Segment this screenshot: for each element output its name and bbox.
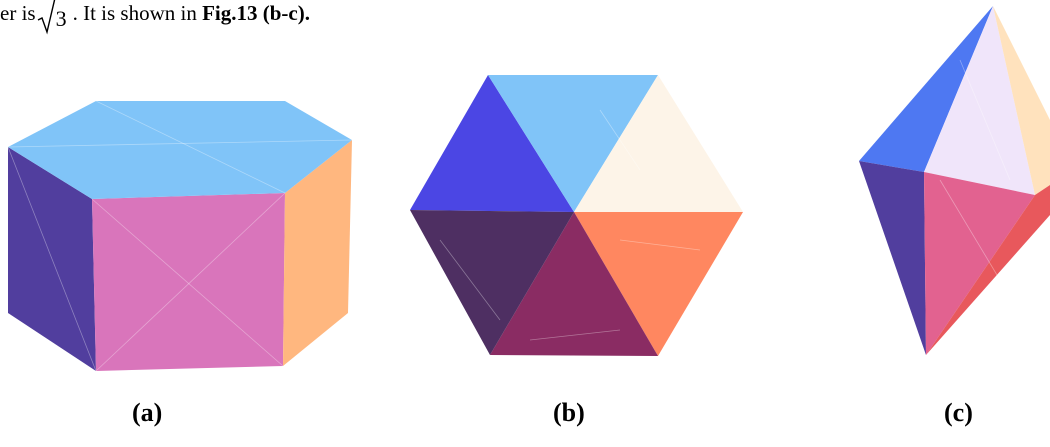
figure-reference: Fig.13 (b-c). bbox=[202, 1, 310, 25]
prism-front-face bbox=[92, 193, 285, 371]
triangle-lower-left bbox=[410, 210, 574, 355]
hexagon-triangles bbox=[410, 75, 743, 356]
bipyramid-upper-front bbox=[924, 6, 1035, 195]
bipyramid-upper-left bbox=[859, 6, 993, 172]
triangle-top bbox=[488, 75, 658, 212]
triangle-bottom bbox=[490, 212, 658, 356]
prism-right-face bbox=[283, 140, 352, 366]
bipyramid-lower-right bbox=[926, 185, 1050, 355]
bipyramid-lower-front bbox=[924, 172, 1035, 355]
sqrt-radicand: 3 bbox=[55, 6, 67, 31]
bipyramid bbox=[859, 6, 1050, 355]
bipyramid-lower-left bbox=[859, 161, 926, 355]
triangle-upper-left bbox=[410, 75, 574, 212]
sqrt-sign-icon bbox=[37, 0, 55, 35]
text-middle: . It is shown in bbox=[72, 1, 203, 25]
caption-a: (a) bbox=[132, 398, 163, 427]
caption-b: (b) bbox=[553, 398, 585, 427]
paper-text-line: er is 3. It is shown in Fig.13 (b-c). bbox=[0, 0, 310, 36]
prism-left-face bbox=[8, 147, 96, 371]
triangle-upper-right bbox=[574, 75, 743, 212]
prism-top-face bbox=[8, 101, 352, 199]
bipyramid-upper-right bbox=[993, 6, 1050, 195]
hexagonal-prism bbox=[7, 100, 353, 372]
triangle-lower-right bbox=[574, 212, 743, 356]
text-prefix: er is bbox=[0, 1, 36, 25]
sqrt-expression: 3 bbox=[36, 0, 73, 36]
caption-c: (c) bbox=[944, 398, 973, 427]
